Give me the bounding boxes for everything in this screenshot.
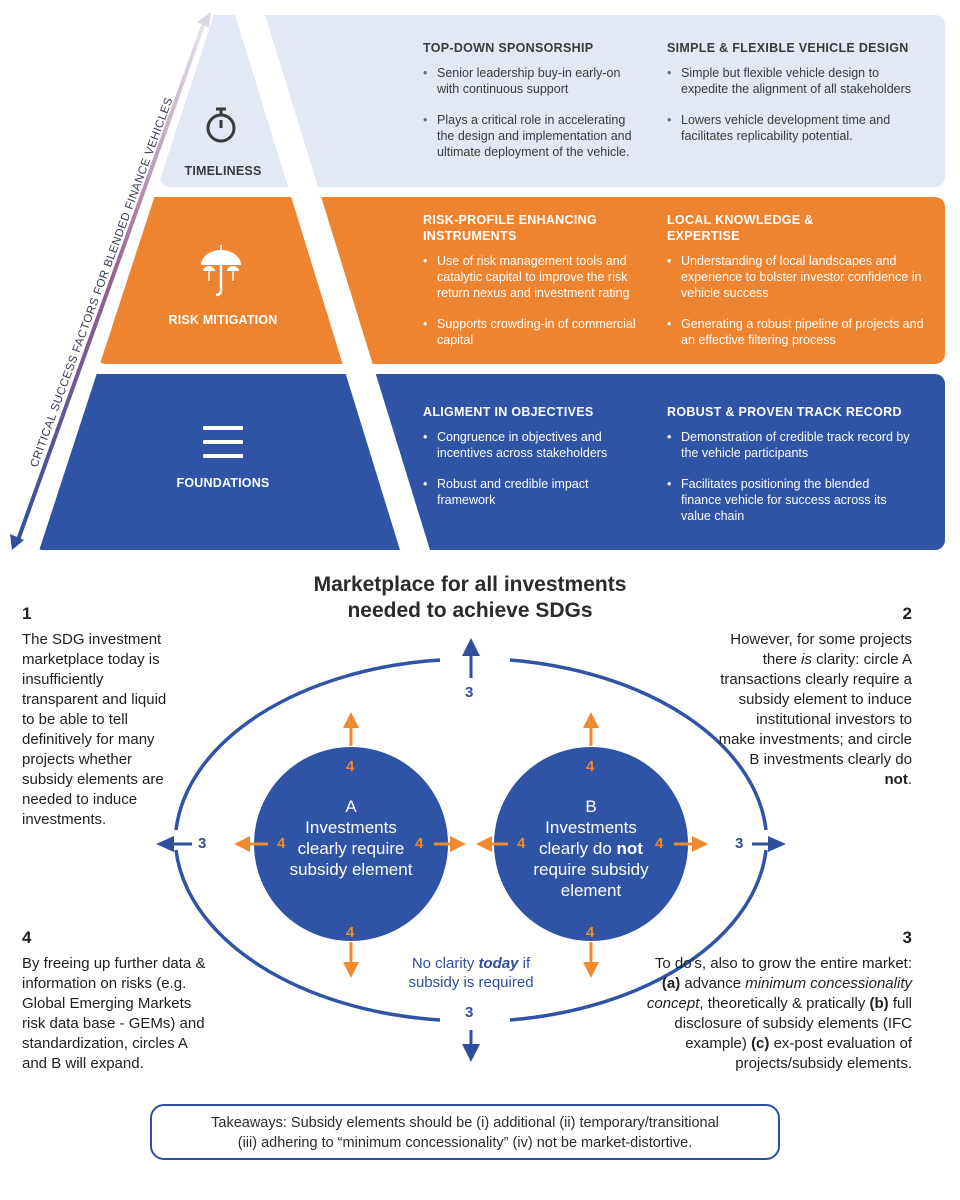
takeaway-line1: Takeaways: Subsidy elements should be (i… xyxy=(211,1115,719,1131)
orange-arrow-a-right xyxy=(434,836,466,852)
risk-col-1: RISK-PROFILE ENHANCING INSTRUMENTS Use o… xyxy=(423,212,648,363)
bullet-item: Robust and credible impact framework xyxy=(423,476,633,508)
label-3-bottom: 3 xyxy=(465,1004,474,1021)
layers-icon xyxy=(203,426,243,458)
label-4-a-bottom: 4 xyxy=(346,924,355,941)
column-title: SIMPLE & FLEXIBLE VEHICLE DESIGN xyxy=(667,41,909,55)
note-1-number: 1 xyxy=(22,604,32,623)
circle-a-letter: A xyxy=(345,797,357,816)
marketplace-title: Marketplace for all investments needed t… xyxy=(280,572,660,624)
column-title: ALIGMENT IN OBJECTIVES xyxy=(423,405,594,419)
takeaways-box: Takeaways: Subsidy elements should be (i… xyxy=(150,1104,780,1160)
note-3: 3 To do's, also to grow the entire marke… xyxy=(640,928,912,1074)
note-3-text: To do's, also to grow the entire market:… xyxy=(646,955,912,1072)
circle-b-line1: Investments xyxy=(545,818,637,837)
note-1: 1 The SDG investment marketplace today i… xyxy=(22,604,182,830)
label-4-b-right: 4 xyxy=(655,835,664,852)
note-1-text: The SDG investment marketplace today is … xyxy=(22,631,167,828)
timeliness-col-1: TOP-DOWN SPONSORSHIP Senior leadership b… xyxy=(423,40,643,175)
tier-label-risk-mitigation: RISK MITIGATION xyxy=(168,313,278,327)
bullet-item: Understanding of local landscapes and ex… xyxy=(667,253,927,301)
umbrella-icon xyxy=(201,245,241,297)
label-4-a-right: 4 xyxy=(415,835,424,852)
column-title: TOP-DOWN SPONSORSHIP xyxy=(423,41,594,55)
label-3-top: 3 xyxy=(465,684,474,701)
bullet-item: Demonstration of credible track record b… xyxy=(667,429,912,461)
circle-a-line3: subsidy element xyxy=(289,860,413,879)
orange-arrow-a-left xyxy=(234,836,268,852)
column-title: RISK-PROFILE ENHANCING INSTRUMENTS xyxy=(423,213,597,243)
bullet-item: Use of risk management tools and catalyt… xyxy=(423,253,648,301)
bullet-item: Senior leadership buy-in early-on with c… xyxy=(423,65,643,97)
note-4-text: By freeing up further data & information… xyxy=(22,955,206,1072)
note-2-text: However, for some projects there is clar… xyxy=(718,631,912,788)
note-4: 4 By freeing up further data & informati… xyxy=(22,928,212,1074)
label-4-b-left: 4 xyxy=(517,835,526,852)
circle-a-line2: clearly require xyxy=(297,839,405,858)
band-timeliness xyxy=(160,15,945,187)
bullet-item: Simple but flexible vehicle design to ex… xyxy=(667,65,927,97)
marketplace-title-line1: Marketplace for all investments xyxy=(313,573,627,596)
foundations-col-1: ALIGMENT IN OBJECTIVES Congruence in obj… xyxy=(423,404,633,523)
tier-label-timeliness: TIMELINESS xyxy=(184,164,262,178)
stopwatch-icon xyxy=(206,107,236,143)
orange-arrow-a-bottom xyxy=(343,942,359,978)
orange-arrow-b-right xyxy=(674,836,708,852)
circle-a-text: A Investments clearly require subsidy el… xyxy=(276,796,426,880)
orange-arrow-a-top xyxy=(343,712,359,746)
bullet-item: Congruence in objectives and incentives … xyxy=(423,429,633,461)
marketplace-ellipse xyxy=(174,658,768,1022)
circle-b-line2: clearly do not xyxy=(539,839,643,858)
note-3-number: 3 xyxy=(902,928,912,947)
column-title: ROBUST & PROVEN TRACK RECORD xyxy=(667,405,902,419)
circle-b xyxy=(494,747,688,941)
marketplace-diagram xyxy=(156,638,786,1062)
risk-col-2: LOCAL KNOWLEDGE & EXPERTISE Understandin… xyxy=(667,212,927,363)
circle-b-letter: B xyxy=(585,797,597,816)
center-clarity-text: No clarity today if subsidy is required xyxy=(408,955,534,991)
circle-b-text: B Investments clearly do not require sub… xyxy=(516,796,666,901)
orange-arrow-b-bottom xyxy=(583,942,599,978)
orange-arrow-b-top xyxy=(583,712,599,746)
pyramid-right-edge xyxy=(232,5,430,550)
label-4-b-top: 4 xyxy=(586,758,595,775)
label-3-right: 3 xyxy=(735,835,744,852)
marketplace-title-line2: needed to achieve SDGs xyxy=(347,599,593,622)
note-2-number: 2 xyxy=(902,604,912,623)
orange-arrow-b-left xyxy=(476,836,508,852)
label-4-b-bottom: 4 xyxy=(586,924,595,941)
label-4-a-left: 4 xyxy=(277,835,286,852)
tier-label-foundations: FOUNDATIONS xyxy=(176,476,270,490)
note-4-number: 4 xyxy=(22,928,32,947)
foundations-col-2: ROBUST & PROVEN TRACK RECORD Demonstrati… xyxy=(667,404,912,539)
column-title: LOCAL KNOWLEDGE & EXPERTISE xyxy=(667,213,814,243)
takeaway-line2: (iii) adhering to “minimum concessionali… xyxy=(237,1135,693,1151)
bullet-item: Generating a robust pipeline of projects… xyxy=(667,316,927,348)
bullet-item: Supports crowding-in of commercial capit… xyxy=(423,316,648,348)
circle-b-line3: require subsidy xyxy=(533,860,649,879)
circle-a xyxy=(254,747,448,941)
circle-b-line4: element xyxy=(560,881,622,900)
blue-arrow-right xyxy=(752,836,786,852)
blue-arrow-top xyxy=(462,638,480,678)
bullet-item: Plays a critical role in accelerating th… xyxy=(423,112,643,160)
bullet-item: Lowers vehicle development time and faci… xyxy=(667,112,927,144)
bullet-item: Facilitates positioning the blended fina… xyxy=(667,476,912,524)
label-3-left: 3 xyxy=(198,835,207,852)
timeliness-col-2: SIMPLE & FLEXIBLE VEHICLE DESIGN Simple … xyxy=(667,40,927,159)
blue-arrow-bottom xyxy=(462,1030,480,1062)
blue-arrow-left xyxy=(156,836,192,852)
circle-a-line1: Investments xyxy=(305,818,397,837)
label-4-a-top: 4 xyxy=(346,758,355,775)
note-2: 2 However, for some projects there is cl… xyxy=(718,604,912,790)
